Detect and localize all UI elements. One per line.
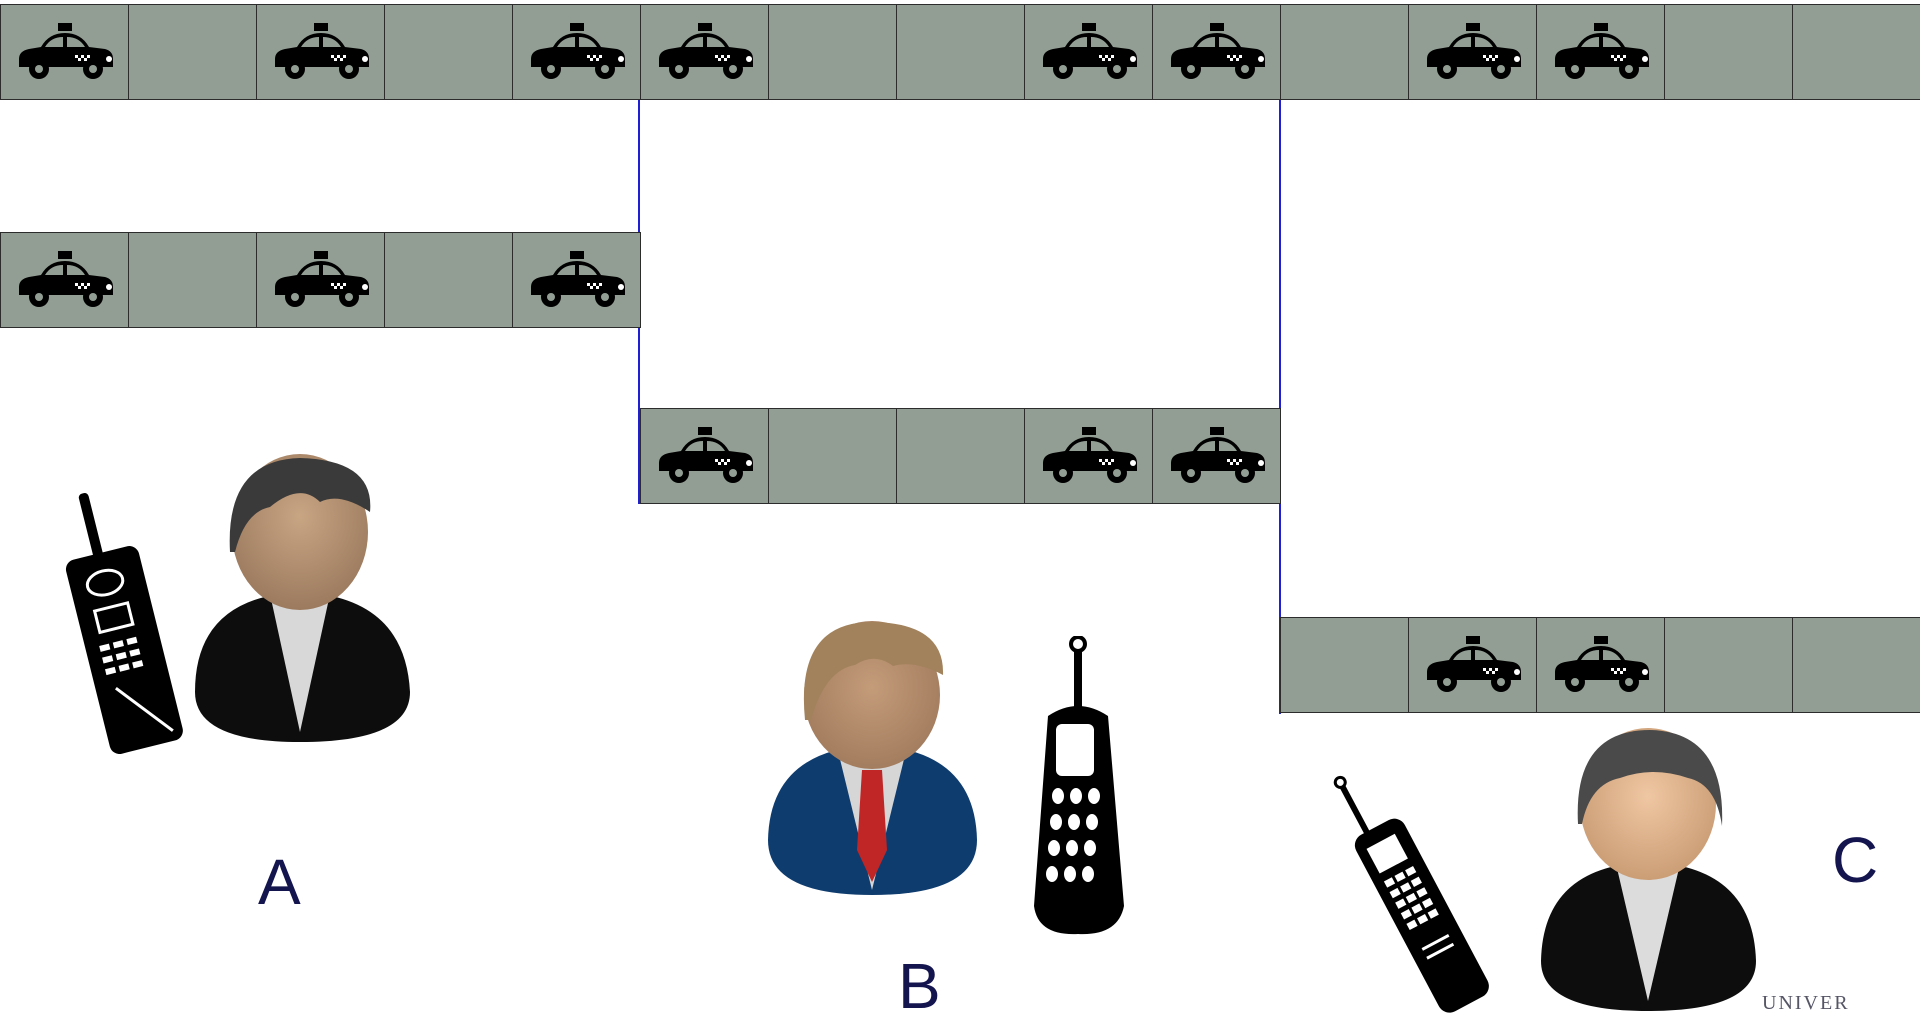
strip-c: [1280, 617, 1920, 713]
strip-b: [640, 408, 1281, 504]
empty-cell: [896, 4, 1025, 100]
empty-cell: [384, 232, 513, 328]
empty-cell: [1664, 4, 1793, 100]
empty-cell: [1280, 4, 1409, 100]
strip-c-top: [1280, 4, 1920, 100]
empty-cell: [384, 4, 513, 100]
strip-a-top: [0, 4, 641, 100]
person-b-icon: [765, 620, 980, 895]
slim-phone-icon: [1310, 758, 1510, 1013]
taxi-icon: [1551, 21, 1651, 83]
taxi-icon: [15, 21, 115, 83]
strip-b-top: [640, 4, 1281, 100]
divider-line-right: [1279, 4, 1281, 714]
label-a: A: [258, 850, 301, 914]
person-c-icon: [1538, 726, 1760, 1011]
strip-a: [0, 232, 641, 328]
taxi-cell: [256, 232, 385, 328]
taxi-icon: [1167, 425, 1267, 487]
flip-phone-icon: [1018, 636, 1138, 941]
taxi-icon: [1167, 21, 1267, 83]
empty-cell: [128, 4, 257, 100]
taxi-icon: [1039, 21, 1139, 83]
taxi-icon: [527, 21, 627, 83]
seal-text: UNIVER: [1762, 992, 1850, 1014]
taxi-cell: [1408, 617, 1537, 713]
taxi-cell: [1152, 4, 1281, 100]
taxi-cell: [1408, 4, 1537, 100]
taxi-icon: [1423, 634, 1523, 696]
empty-cell: [1280, 617, 1409, 713]
taxi-cell: [512, 4, 641, 100]
taxi-icon: [655, 425, 755, 487]
taxi-cell: [640, 408, 769, 504]
taxi-icon: [15, 249, 115, 311]
taxi-cell: [1024, 408, 1153, 504]
taxi-cell: [1152, 408, 1281, 504]
empty-cell: [896, 408, 1025, 504]
empty-cell: [128, 232, 257, 328]
empty-cell: [768, 4, 897, 100]
taxi-cell: [0, 232, 129, 328]
empty-cell: [1664, 617, 1793, 713]
taxi-cell: [0, 4, 129, 100]
taxi-cell: [256, 4, 385, 100]
empty-cell: [1792, 4, 1920, 100]
taxi-cell: [1536, 617, 1665, 713]
empty-cell: [768, 408, 897, 504]
university-seal: UNIVER: [1762, 992, 1850, 1015]
taxi-icon: [655, 21, 755, 83]
label-b: B: [898, 954, 941, 1018]
taxi-cell: [1536, 4, 1665, 100]
taxi-cell: [1024, 4, 1153, 100]
taxi-icon: [527, 249, 627, 311]
taxi-cell: [640, 4, 769, 100]
label-c: C: [1832, 828, 1878, 892]
taxi-icon: [1551, 634, 1651, 696]
taxi-icon: [1423, 21, 1523, 83]
taxi-icon: [1039, 425, 1139, 487]
taxi-icon: [271, 249, 371, 311]
person-a-icon: [190, 452, 415, 742]
taxi-cell: [512, 232, 641, 328]
taxi-icon: [271, 21, 371, 83]
brick-phone-icon: [52, 480, 192, 780]
empty-cell: [1792, 617, 1920, 713]
